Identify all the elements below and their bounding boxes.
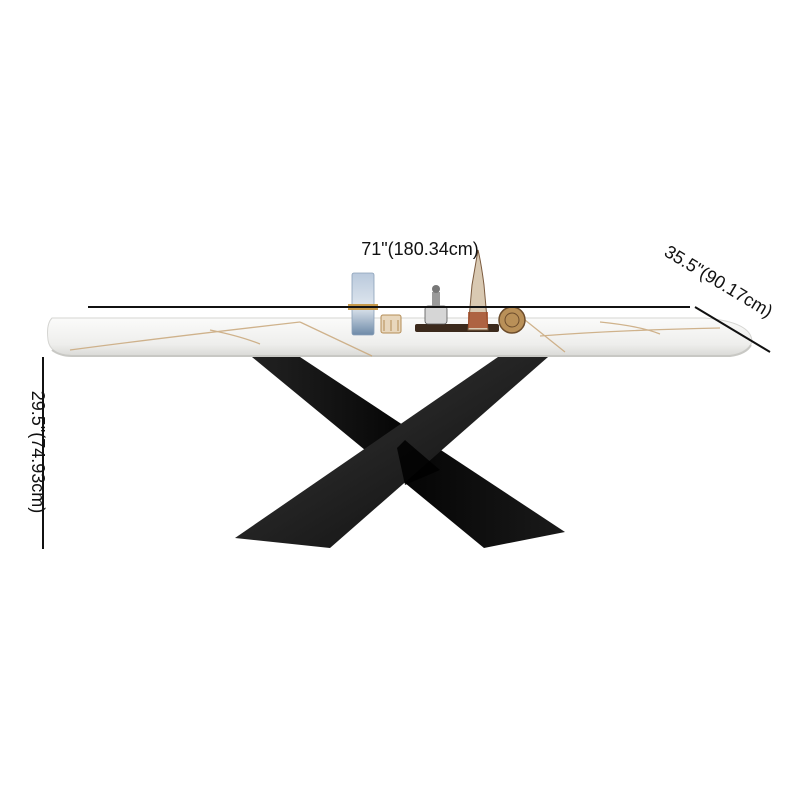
x-base [235,357,565,548]
base-leg-front [235,357,548,548]
tabletop [47,317,753,357]
candle-holder [380,314,402,334]
decanter-tray [415,249,499,332]
base-center-joint [397,440,440,485]
length-label: 71"(180.34cm) [361,239,478,259]
height-dimension: 29.5"(74.93cm) [28,357,48,549]
depth-label: 35.5"(90.17cm) [661,241,776,321]
table-decor [348,249,526,336]
depth-dimension-line [694,306,771,353]
marble-veins [69,319,721,357]
tabletop-edge [51,344,752,357]
round-ornament [498,306,526,334]
glass-vase [348,272,378,336]
height-label: 29.5"(74.93cm) [28,391,48,513]
length-dimension: 71"(180.34cm) [88,239,690,308]
